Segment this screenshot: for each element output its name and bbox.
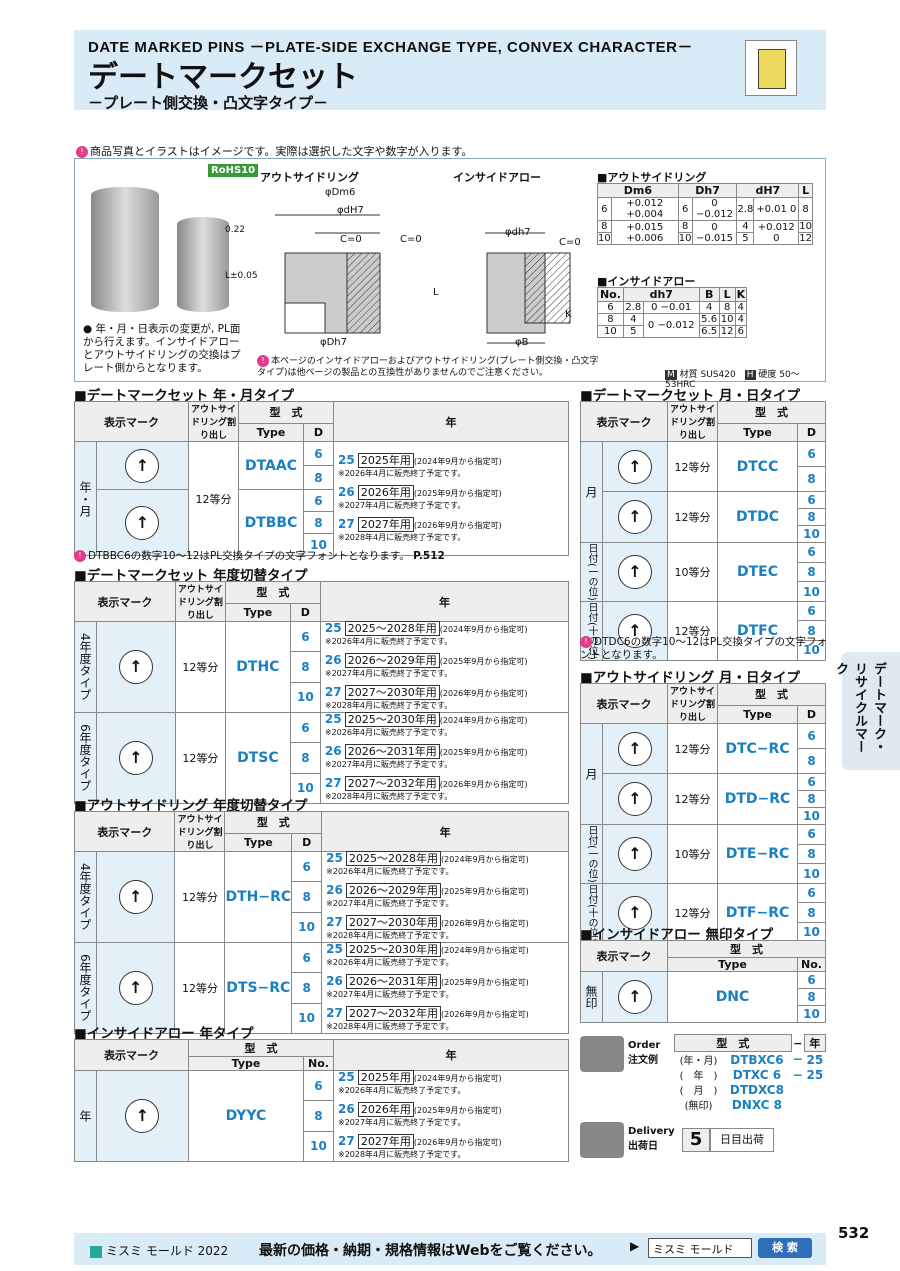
brand-logo: ミスミ モールド 2022 xyxy=(90,1242,228,1259)
dim-dm: φDm6 xyxy=(325,187,356,198)
caution-icon: ! xyxy=(74,550,86,562)
dim-c: C=0 xyxy=(340,234,362,245)
inside-drawing-title: インサイドアロー xyxy=(453,171,541,184)
sec3-title: ■アウトサイドリング 年度切替タイプ xyxy=(74,798,308,814)
search-input[interactable]: ミスミ モールド xyxy=(648,1238,752,1258)
dtbbc-note: !DTBBC6の数字10～12はPL交換タイプの文字フォントとなります。 P.5… xyxy=(74,548,445,563)
sec4-title: ■インサイドアロー 年タイプ xyxy=(74,1026,254,1042)
dim-dD: φDh7 xyxy=(320,337,347,348)
side-tab[interactable]: デートマーク・リサイクルマーク xyxy=(833,652,900,770)
delivery-days: 5 xyxy=(682,1128,710,1152)
sec5-title: ■デートマークセット 月・日タイプ xyxy=(580,388,800,404)
dial-year-month-1 xyxy=(125,448,160,483)
compat-note: !本ページのインサイドアローおよびアウトサイドリング(プレート側交換・凸文字タイ… xyxy=(257,355,599,378)
dim-022: 0.22 xyxy=(225,225,246,235)
dim-c2: C=0 xyxy=(400,234,422,245)
footer-band: ミスミ モールド 2022 最新の価格・納期・規格情報はWebをご覧ください。 … xyxy=(74,1233,826,1265)
page-title: デートマークセット xyxy=(88,60,358,95)
outside-spec-title: ■アウトサイドリング xyxy=(597,171,707,184)
sec2-title: ■デートマークセット 年度切替タイプ xyxy=(74,568,308,584)
pin-photo-small xyxy=(177,217,229,312)
sec7-title: ■インサイドアロー 無印タイプ xyxy=(580,927,773,943)
caution-icon: ! xyxy=(580,636,592,648)
caution-icon: ! xyxy=(257,355,269,367)
misumi-icon xyxy=(90,1245,102,1258)
delivery-unit: 日目出荷 xyxy=(710,1128,774,1152)
dtdc-note: !DTDC6の数字10～12はPL交換タイプの文字フォントとなります。 xyxy=(580,636,827,661)
title-en: DATE MARKED PINS －PLATE-SIDE EXCHANGE TY… xyxy=(88,39,693,56)
outside-drawing-title: アウトサイドリング xyxy=(260,171,359,184)
phone-icon xyxy=(580,1036,624,1072)
dim-dh: φdH7 xyxy=(337,205,364,216)
photo-note: !商品写真とイラストはイメージです。実際は選択した文字や数字が入ります。 xyxy=(76,143,472,159)
page-number: 532 xyxy=(838,1224,870,1242)
page-ref[interactable]: P.512 xyxy=(413,550,445,562)
order-label: Order 注文例 xyxy=(628,1040,661,1066)
dim-b: φB xyxy=(515,337,529,348)
material-note: M 材質 SUS420 H 硬度 50～53HRC xyxy=(665,370,800,390)
dial-year-month-2 xyxy=(125,505,160,540)
web-message: 最新の価格・納期・規格情報はWebをご覧ください。 xyxy=(259,1243,602,1259)
spec-box: RoHS10 ● 年・月・日表示の変更が, PL面から行えます。インサイドアロー… xyxy=(74,158,826,390)
dim-c3: C=0 xyxy=(559,237,581,248)
delivery-label: Delivery 出荷日 xyxy=(628,1126,675,1152)
rohs-badge: RoHS10 xyxy=(208,164,259,177)
search-button[interactable]: 検 索 xyxy=(758,1238,812,1258)
order-table: 型 式−年 (年・月)DTBXC6−25 ( 年 )DTXC 6−25 ( 月 … xyxy=(674,1034,827,1112)
dim-l: L±0.05 xyxy=(225,271,258,281)
change-note: ● 年・月・日表示の変更が, PL面から行えます。インサイドアローとアウトサイド… xyxy=(83,323,241,374)
caution-icon: ! xyxy=(76,146,88,158)
dim-l2: L xyxy=(433,287,439,298)
subtitle: －プレート側交換・凸文字タイプ－ xyxy=(88,94,329,112)
play-icon: ▶ xyxy=(630,1239,640,1253)
technical-drawing xyxy=(275,214,571,344)
dim-k: K xyxy=(565,309,572,320)
header-band: DATE MARKED PINS －PLATE-SIDE EXCHANGE TY… xyxy=(74,30,826,112)
truck-icon xyxy=(580,1122,624,1158)
sec6-title: ■アウトサイドリング 月・日タイプ xyxy=(580,670,800,686)
pin-photo-large xyxy=(91,187,159,312)
inside-spec-title: ■インサイドアロー xyxy=(597,275,696,288)
sec1-title: ■デートマークセット 年・月タイプ xyxy=(74,388,294,404)
product-thumbnail xyxy=(745,40,797,96)
dim-dh2: φdh7 xyxy=(505,227,531,238)
